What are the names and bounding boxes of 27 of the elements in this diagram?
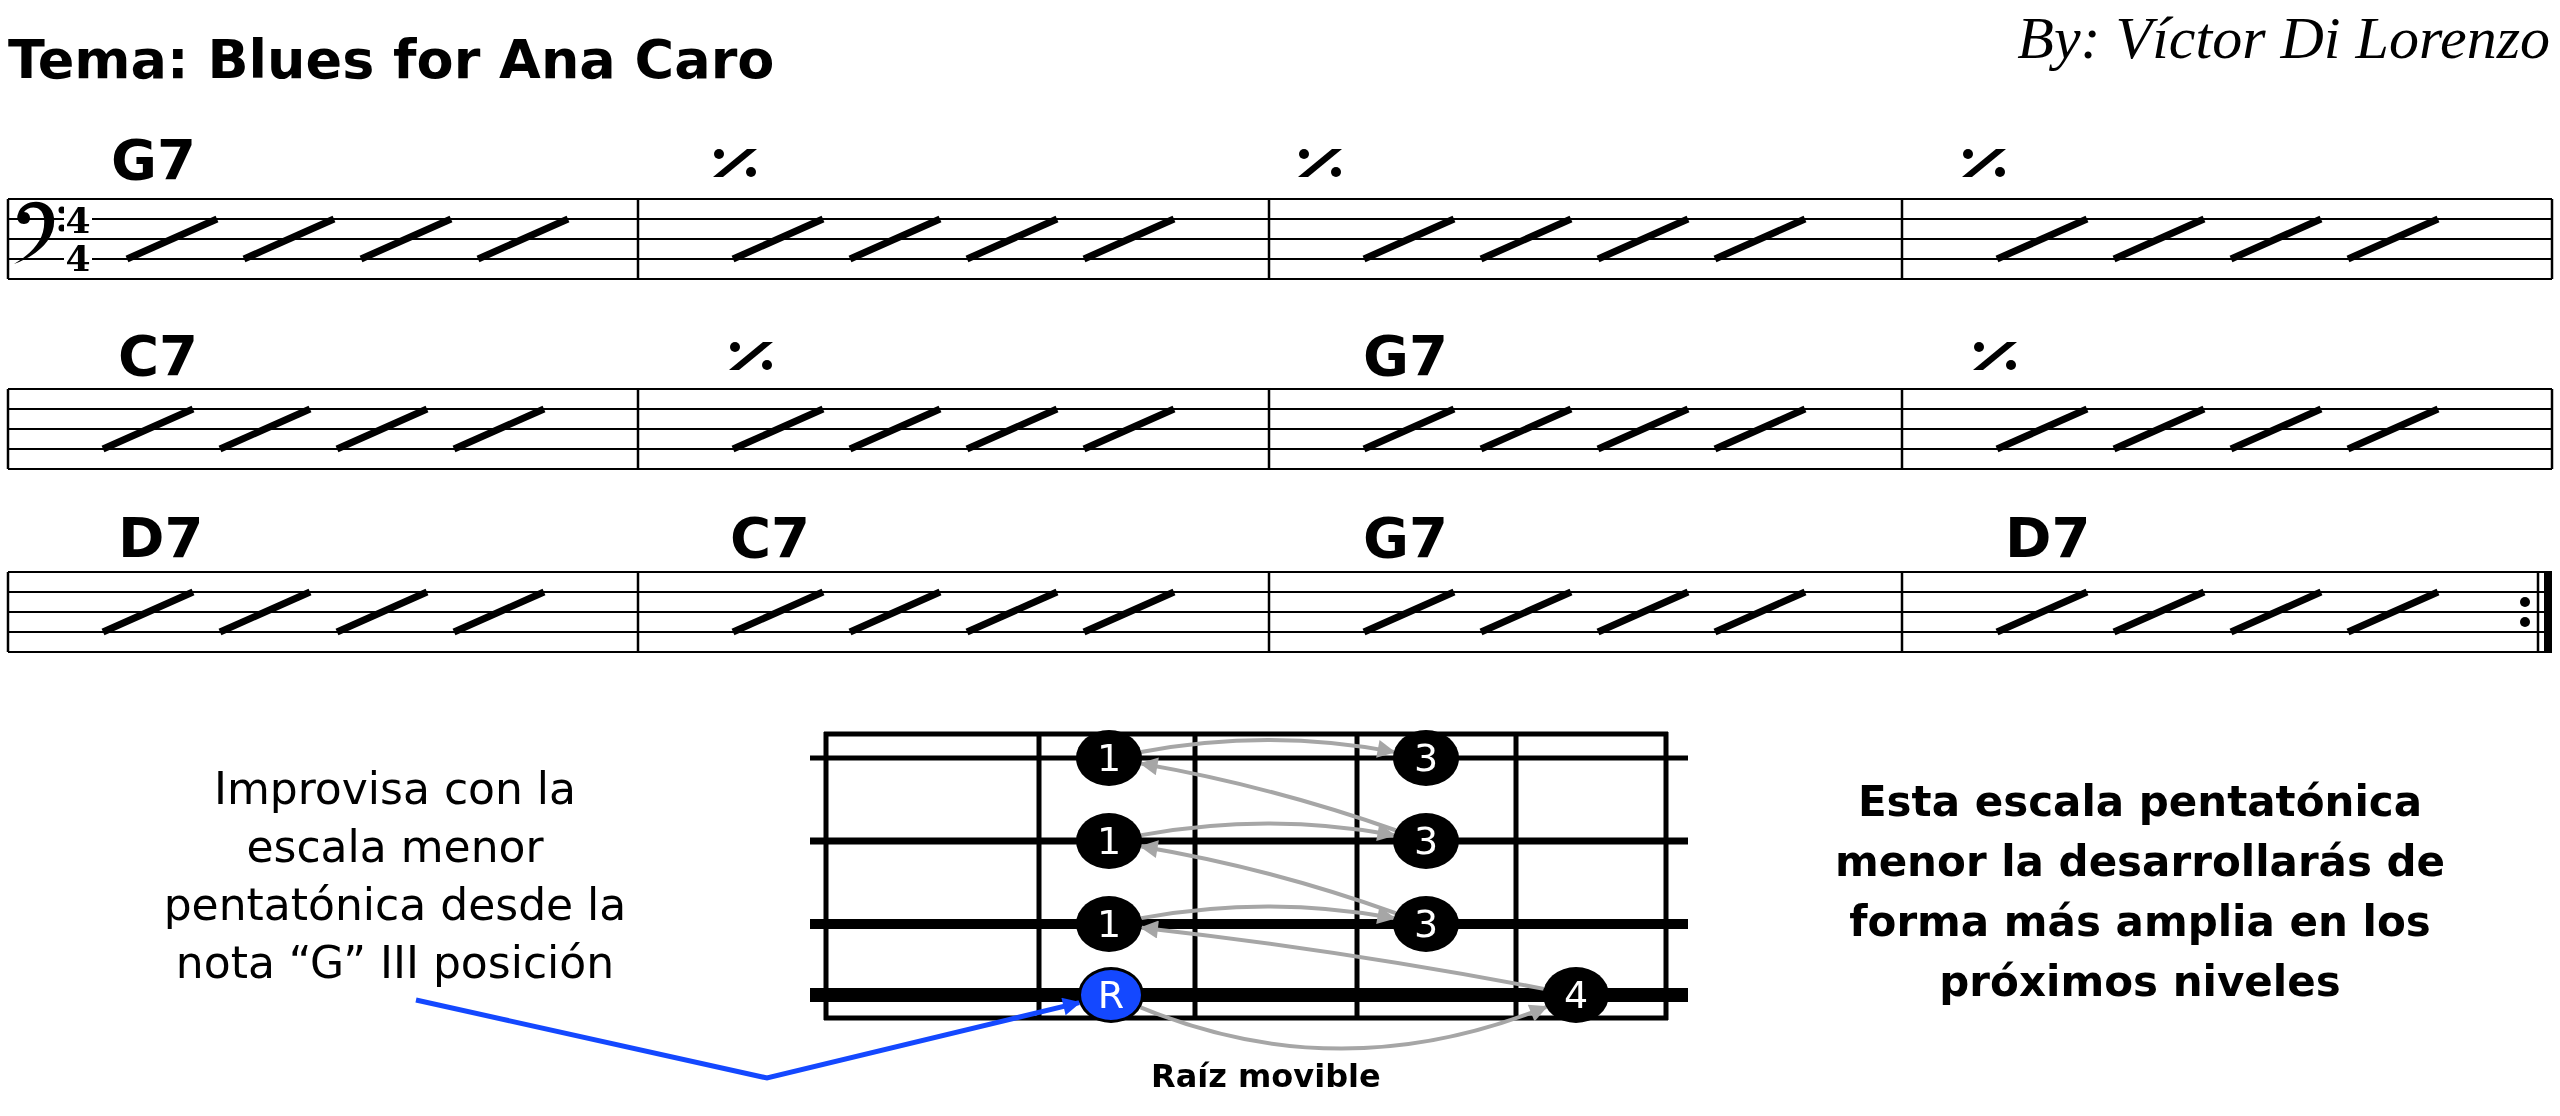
chord-symbol: G7: [1363, 506, 1448, 570]
note-text: Esta escala pentatónica menor la desarrollarás de forma más amplia en los próximos niveles: [1833, 776, 2447, 1008]
finger-number-marker: 3: [1393, 896, 1459, 952]
finger-number-marker: 1: [1076, 730, 1142, 786]
arrow: [1140, 737, 1396, 758]
finger-number-marker: 3: [1393, 813, 1459, 869]
instruction-text: Improvisa con la escala menor pentatónica desde la nota “G” III posición: [150, 760, 640, 992]
chord-symbol: D7: [118, 506, 204, 570]
arrow: [1140, 904, 1396, 925]
chord-symbol: D7: [2005, 506, 2091, 570]
arrow: [1140, 821, 1396, 842]
title: Tema: Blues for Ana Caro: [8, 28, 775, 92]
author-signature: By: Víctor Di Lorenzo: [2017, 4, 2550, 72]
chord-symbol: C7: [118, 324, 199, 388]
finger-number-marker: 1: [1076, 896, 1142, 952]
chord-symbol: C7: [730, 506, 811, 570]
finger-number-marker: 1: [1076, 813, 1142, 869]
root-note-marker: R: [1078, 967, 1144, 1023]
arrow: [1139, 757, 1397, 833]
finger-number-marker: 4: [1543, 967, 1609, 1023]
arrow: [1139, 840, 1397, 915]
arrow: [415, 997, 1081, 1081]
chord-symbol: G7: [111, 128, 196, 192]
finger-number-marker: 3: [1393, 730, 1459, 786]
arrow: [1139, 1004, 1548, 1051]
root-label: Raíz movible: [1151, 1056, 1381, 1096]
chord-symbol: G7: [1363, 324, 1448, 388]
